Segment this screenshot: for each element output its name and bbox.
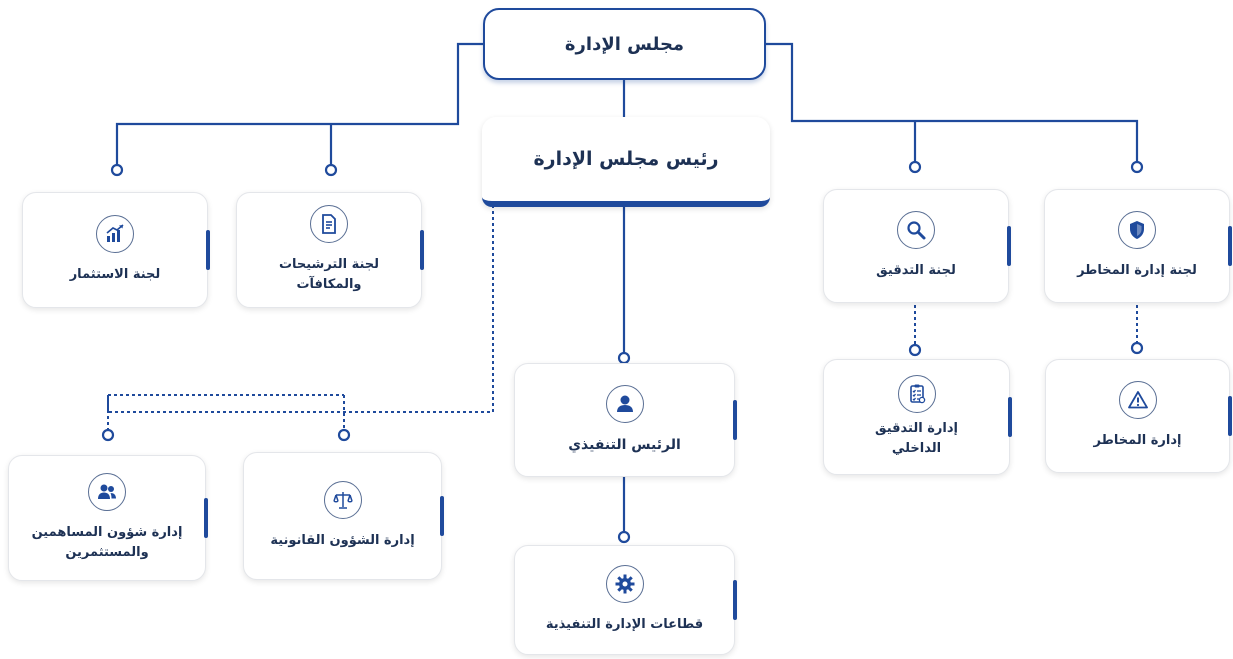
investment-committee-card: لجنة الاستثمار <box>22 192 210 308</box>
magnifier-icon <box>897 211 935 249</box>
audit-committee-label: لجنة التدقيق <box>876 263 956 278</box>
card-accent-bar <box>733 400 737 440</box>
legal-affairs-card: إدارة الشؤون القانونية <box>243 452 444 580</box>
internal-audit-label-line1: إدارة التدقيق <box>875 421 958 436</box>
nominations-committee-card: لجنة الترشيحات والمكافآت <box>236 192 424 308</box>
document-icon <box>310 205 348 243</box>
card-accent-bar <box>1007 226 1011 266</box>
executive-sectors-card: قطاعات الإدارة التنفيذية <box>514 545 737 655</box>
shareholders-card: إدارة شؤون المساهمين والمستثمرين <box>8 455 208 581</box>
chairman-box: رئيس مجلس الإدارة <box>482 117 770 207</box>
risk-management-label: إدارة المخاطر <box>1093 433 1182 448</box>
board-title: مجلس الإدارة <box>564 33 685 55</box>
card-accent-bar <box>1228 226 1232 266</box>
internal-audit-card: إدارة التدقيق الداخلي <box>823 359 1012 475</box>
people-icon <box>88 473 126 511</box>
ceo-card: الرئيس التنفيذي <box>514 363 737 477</box>
card-accent-bar <box>206 230 210 270</box>
legal-affairs-label: إدارة الشؤون القانونية <box>270 533 415 548</box>
ceo-label: الرئيس التنفيذي <box>568 437 681 453</box>
risk-management-card: إدارة المخاطر <box>1045 359 1232 473</box>
person-icon <box>605 385 644 423</box>
investment-committee-label: لجنة الاستثمار <box>69 267 161 282</box>
nominations-committee-label: لجنة الترشيحات والمكافآت <box>278 257 380 292</box>
gear-icon <box>605 565 644 603</box>
chart-icon <box>96 215 134 253</box>
card-accent-bar <box>420 230 424 270</box>
shareholders-label: إدارة شؤون المساهمين والمستثمرين <box>22 523 193 563</box>
shield-icon <box>1118 211 1156 249</box>
internal-audit-label: إدارة التدقيق الداخلي <box>865 419 968 459</box>
executive-sectors-label: قطاعات الإدارة التنفيذية <box>545 617 704 632</box>
risk-committee-label: لجنة إدارة المخاطر <box>1077 263 1197 278</box>
card-accent-bar <box>440 496 444 536</box>
shareholders-label-line2: والمستثمرين <box>65 545 149 560</box>
shareholders-label-line1: إدارة شؤون المساهمين <box>31 525 183 540</box>
checklist-icon <box>897 375 936 413</box>
scales-icon <box>323 481 362 519</box>
warning-icon <box>1118 381 1157 419</box>
risk-committee-card: لجنة إدارة المخاطر <box>1044 189 1232 303</box>
card-accent-bar <box>733 580 737 620</box>
board-box: مجلس الإدارة <box>483 8 766 80</box>
card-accent-bar <box>1228 396 1232 436</box>
card-accent-bar <box>204 498 208 538</box>
audit-committee-card: لجنة التدقيق <box>823 189 1011 303</box>
chairman-title: رئيس مجلس الإدارة <box>533 148 719 170</box>
internal-audit-label-line2: الداخلي <box>891 441 942 456</box>
card-accent-bar <box>1008 397 1012 437</box>
